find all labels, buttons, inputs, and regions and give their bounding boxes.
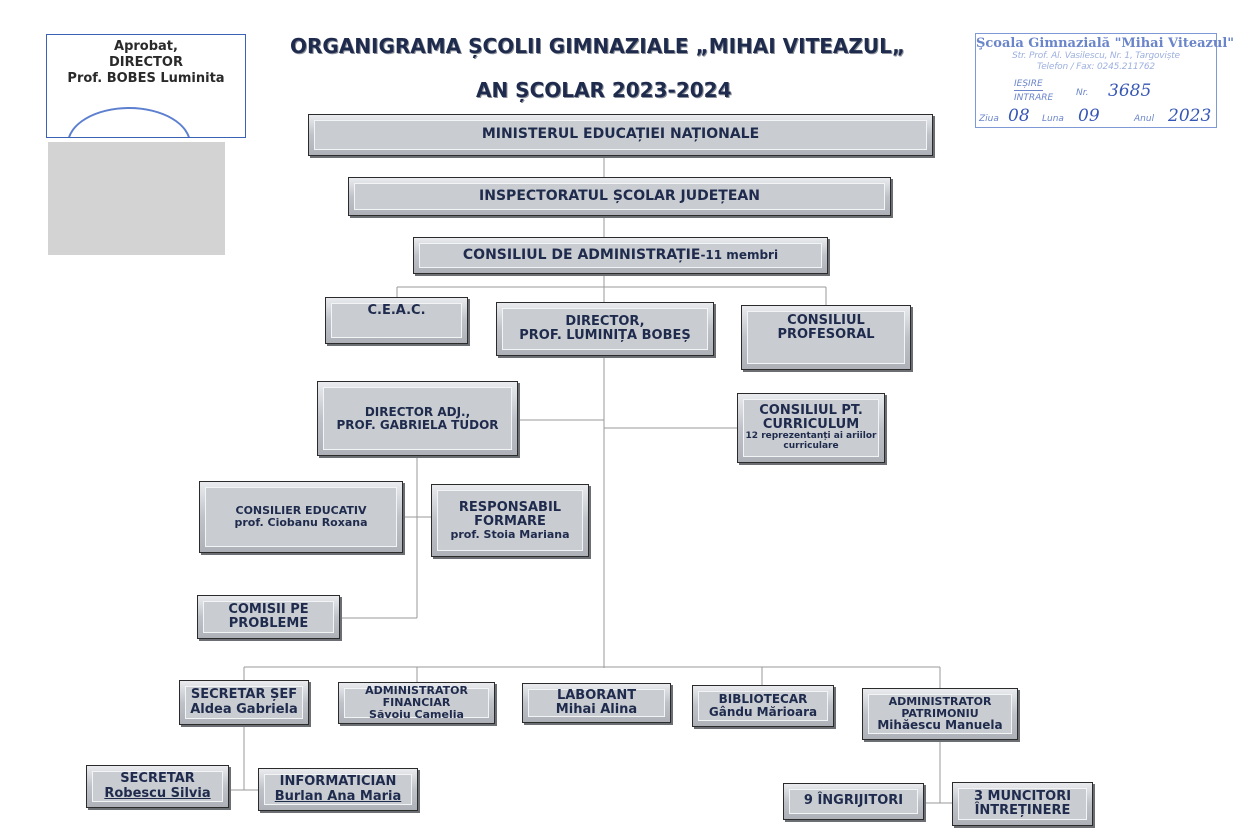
approval-name: Prof. BOBES Luminita (67, 71, 225, 86)
box-label: BIBLIOTECAR (718, 692, 808, 707)
box-director: DIRECTOR,PROF. LUMINIȚA BOBEȘ (496, 302, 714, 356)
box-label: Burlan Ana Maria (274, 788, 402, 804)
box-label: 3 MUNCITORI (973, 788, 1072, 804)
box-label: COMISII PE (228, 601, 309, 617)
box-label: FORMARE (474, 513, 546, 529)
box-label: DIRECTOR ADJ., (364, 404, 471, 419)
box-label: INFORMATICIAN (279, 774, 397, 790)
box-label: SECRETAR (120, 771, 195, 787)
box-label: Săvoiu Camelia (369, 707, 464, 721)
box-label: Mihai Alina (555, 702, 638, 717)
box-label: CONSILIUL PT. (759, 403, 863, 419)
box-label: ADMINISTRATOR (365, 684, 468, 698)
page-title: ORGANIGRAMA ȘCOLII GIMNAZIALE „MIHAI VIT… (290, 34, 905, 58)
box-inspectorate: INSPECTORATUL ȘCOLAR JUDEȚEAN (348, 177, 891, 216)
stamp-day-value: 08 (1008, 106, 1030, 126)
box-admin-council: CONSILIUL DE ADMINISTRAȚIE-11 membri (413, 237, 828, 274)
stamp-out-label: IEȘIRE (1014, 79, 1043, 91)
box-ceac: C.E.A.C. (325, 297, 468, 344)
stamp-nr-value: 3685 (1108, 81, 1152, 101)
box-sublabel: 12 reprezentanți ai ariilor (745, 431, 877, 442)
box-label: C.E.A.C. (367, 303, 426, 318)
stamp-year-label: Anul (1134, 114, 1155, 124)
box-label: Mihăescu Manuela (877, 718, 1003, 733)
box-sublabel: -11 membri (700, 248, 779, 263)
box-label: LABORANT (556, 687, 637, 703)
box-deputy-director: DIRECTOR ADJ.,PROF. GABRIELA TUDOR (317, 381, 518, 456)
box-ministry: MINISTERUL EDUCAȚIEI NAȚIONALE (308, 114, 933, 156)
box-caretakers: 9 ÎNGRIJITORI (783, 783, 924, 820)
box-label: RESPONSABIL (458, 499, 562, 515)
stamp-day-label: Ziua (979, 114, 999, 124)
box-label: CONSILIER EDUCATIV (235, 504, 367, 518)
box-label: SECRETAR ȘEF (190, 687, 298, 703)
box-label: PATRIMONIU (901, 706, 979, 720)
approval-label: Aprobat, (114, 39, 178, 54)
page-subtitle: AN ȘCOLAR 2023-2024 (476, 78, 732, 102)
box-label: Aldea Gabriela (190, 701, 298, 717)
box-label: MINISTERUL EDUCAȚIEI NAȚIONALE (481, 126, 760, 143)
box-label: prof. Ciobanu Roxana (234, 516, 368, 529)
redacted-signature (48, 142, 225, 255)
stamp-month-label: Luna (1042, 114, 1064, 124)
box-label: Robescu Silvia (104, 785, 211, 801)
box-label: ADMINISTRATOR (888, 694, 992, 708)
box-label: 9 ÎNGRIJITORI (803, 793, 904, 809)
box-label: CURRICULUM (762, 417, 860, 433)
box-label: INSPECTORATUL ȘCOLAR JUDEȚEAN (479, 187, 760, 204)
box-label: prof. Stoia Mariana (450, 527, 570, 541)
box-label: PROF. GABRIELA TUDOR (336, 417, 499, 432)
box-label: CONSILIUL (787, 313, 865, 328)
stamp-school: Şcoala Gimnazială "Mihai Viteazul" (976, 36, 1235, 51)
box-label: ÎNTREȚINERE (974, 803, 1071, 818)
box-label: PROBLEME (228, 616, 309, 631)
approval-box: Aprobat, DIRECTOR Prof. BOBES Luminita (46, 34, 246, 138)
stamp-nr-label: Nr. (1076, 88, 1089, 98)
box-label: Gându Mărioara (708, 705, 818, 719)
stamp-phone: Telefon / Fax: 0245.211762 (1037, 62, 1155, 72)
box-label: PROFESORAL (777, 327, 875, 343)
stamp-month-value: 09 (1078, 106, 1100, 126)
box-label: FINANCIAR (382, 696, 451, 710)
box-label: DIRECTOR, (565, 313, 645, 329)
stamp-in-label: INTRARE (1014, 93, 1054, 103)
box-sublabel: curriculare (783, 441, 839, 452)
registration-stamp: Şcoala Gimnazială "Mihai Viteazul" Str. … (975, 33, 1235, 128)
stamp-year-value: 2023 (1168, 106, 1212, 126)
stamp-address: Str. Prof. Al. Vasilescu, Nr. 1, Targovi… (1012, 51, 1180, 61)
approval-role: DIRECTOR (109, 55, 183, 70)
box-label: PROF. LUMINIȚA BOBEȘ (519, 328, 691, 343)
box-label: CONSILIUL DE ADMINISTRAȚIE (462, 246, 701, 263)
